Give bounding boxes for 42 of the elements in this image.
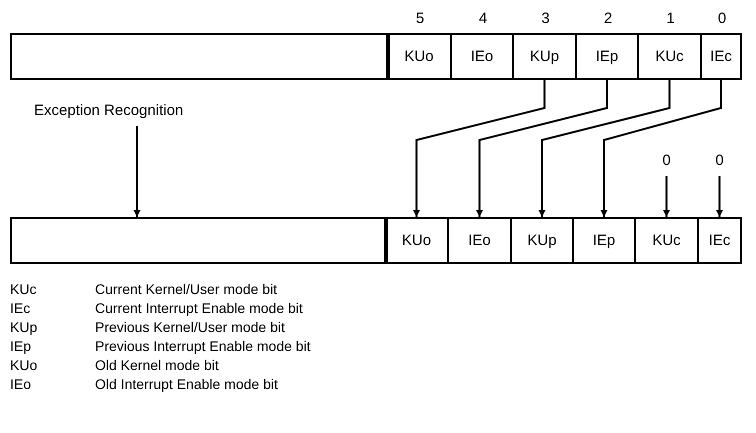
register-bit-cell: IEp: [575, 33, 639, 80]
arrow: [413, 80, 546, 217]
field-description: Current Kernel/User mode bit: [95, 281, 278, 297]
field-description: Current Interrupt Enable mode bit: [95, 300, 303, 316]
arrow: [716, 176, 723, 217]
register-field: [10, 33, 390, 80]
register-bit-cell: IEp: [572, 217, 636, 264]
field-abbreviation: KUc: [10, 281, 36, 297]
event-label: Exception Recognition: [34, 102, 184, 119]
register-field: [10, 217, 388, 264]
bit-value: 0: [710, 152, 730, 169]
bit-number: 4: [478, 10, 488, 27]
bit-number: 0: [716, 10, 728, 27]
field-description: Previous Kernel/User mode bit: [95, 319, 285, 335]
field-description: Previous Interrupt Enable mode bit: [95, 338, 311, 354]
bit-number: 1: [665, 10, 676, 27]
field-abbreviation: IEo: [10, 376, 32, 392]
field-abbreviation: IEc: [10, 300, 30, 316]
register-bit-cell: KUc: [634, 217, 699, 264]
field-abbreviation: KUp: [10, 319, 38, 335]
register-bit-cell: KUp: [510, 217, 574, 264]
field-description: Old Interrupt Enable mode bit: [95, 376, 278, 392]
register-bit-cell: KUp: [512, 33, 577, 80]
register-bit-cell: KUo: [386, 33, 452, 80]
field-abbreviation: KUo: [10, 357, 38, 373]
register-bit-cell: IEc: [697, 217, 742, 264]
bit-value: 0: [656, 152, 676, 169]
arrow: [134, 126, 140, 217]
arrow: [600, 80, 722, 217]
register-bit-cell: IEo: [450, 33, 514, 80]
register-bit-cell: IEo: [447, 217, 512, 264]
arrow: [538, 80, 670, 217]
bit-number: 2: [602, 10, 614, 27]
arrow: [476, 80, 608, 217]
arrow: [663, 176, 670, 217]
field-abbreviation: IEp: [10, 338, 32, 354]
register-bit-cell: IEc: [700, 33, 742, 80]
register-bit-cell: KUc: [637, 33, 702, 80]
bit-number: 5: [414, 10, 426, 27]
register-bit-cell: KUo: [384, 217, 449, 264]
bit-number: 3: [540, 10, 551, 27]
field-description: Old Kernel mode bit: [95, 357, 219, 373]
